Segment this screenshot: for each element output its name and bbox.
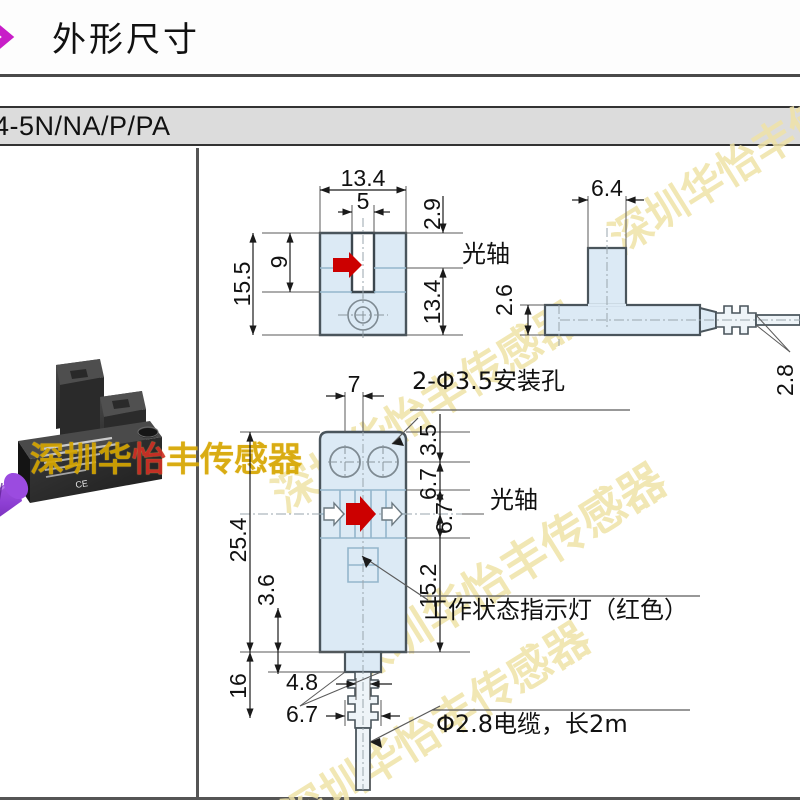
dim-slot-width: 5 xyxy=(357,188,370,214)
product-photo: CE xyxy=(0,359,162,517)
dim-slot-depth: 9 xyxy=(266,256,292,269)
dim-cable-diameter: 2.8 xyxy=(772,364,798,396)
dim-top-to-axis: 2.9 xyxy=(419,198,445,230)
dim-hole-offset: 7 xyxy=(348,371,361,397)
optical-beam-arrow-top xyxy=(346,496,376,532)
label-mounting-holes: 2-Φ3.5安装孔 xyxy=(412,367,565,395)
label-cable-spec: Φ2.8电缆，长2m xyxy=(436,710,628,738)
page-title: 外形尺寸 xyxy=(52,20,200,60)
top-view-drawing: 7 2-Φ3.5安装孔 3.5 6.7 6.7 15.2 光轴 25.4 xyxy=(225,367,700,791)
label-status-led: 工作状态指示灯（红色） xyxy=(424,596,688,624)
dim-height-overall: 15.5 xyxy=(229,262,255,307)
optical-beam-arrow xyxy=(333,252,362,278)
dim-led-offset: 3.6 xyxy=(253,574,279,606)
dim-body-thickness: 6.4 xyxy=(591,175,623,201)
front-view-drawing: 13.4 5 2.9 13.4 15.5 9 光轴 xyxy=(229,165,510,338)
watermark-photo: 深圳华怡丰传感器 xyxy=(30,440,302,480)
sensor-cable xyxy=(0,472,29,517)
content-divider-vertical xyxy=(196,148,199,800)
header-divider xyxy=(0,74,800,77)
dim-cable-length: 16 xyxy=(225,673,251,699)
model-label: 4-5N/NA/P/PA xyxy=(0,111,171,141)
page-header: 外形尺寸 xyxy=(0,0,800,72)
ce-mark: CE xyxy=(75,478,89,490)
dim-hole-to-axis: 6.7 xyxy=(415,468,441,500)
dim-base-width: 6.7 xyxy=(286,701,318,727)
dim-hole-to-top: 3.5 xyxy=(415,424,441,456)
label-optical-axis-front: 光轴 xyxy=(462,240,510,268)
dim-body-height: 25.4 xyxy=(225,517,251,562)
sensor-body: CE xyxy=(18,421,162,503)
dim-width-overall: 13.4 xyxy=(341,165,386,191)
dim-base-thickness: 2.6 xyxy=(491,284,517,316)
dim-axis-to-bottom: 13.4 xyxy=(419,279,445,324)
dim-axis-span: 6.7 xyxy=(431,502,457,534)
chevron-right-icon xyxy=(0,25,15,49)
side-view-drawing: 6.4 2.6 2.8 xyxy=(491,175,800,396)
content-divider-bottom xyxy=(0,797,800,800)
label-optical-axis-top: 光轴 xyxy=(490,486,538,514)
dim-axis-to-base: 15.2 xyxy=(415,564,441,609)
model-bar xyxy=(0,106,800,146)
dim-boot-width: 4.8 xyxy=(286,669,318,695)
sensor-arm-rear xyxy=(56,359,104,441)
